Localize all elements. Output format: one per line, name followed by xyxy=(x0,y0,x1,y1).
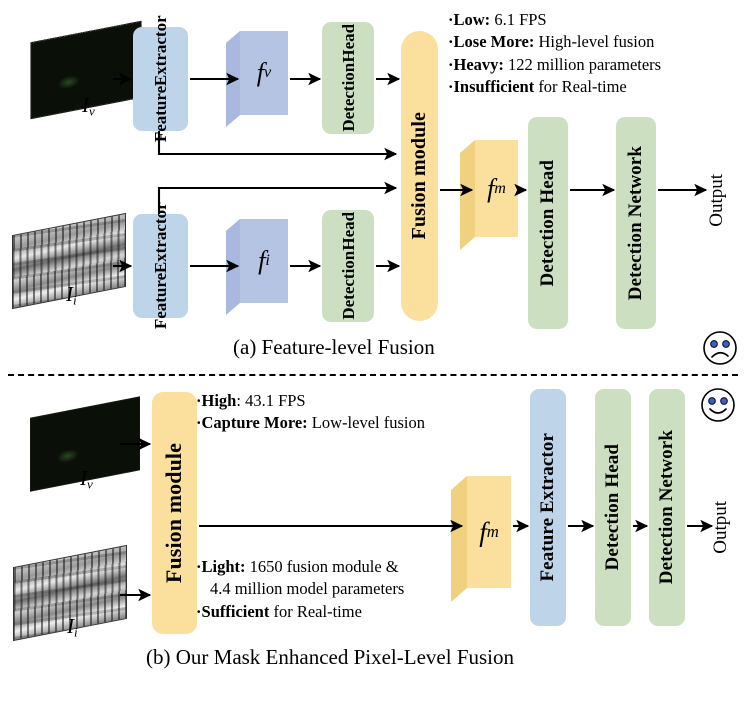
slab-side-face xyxy=(451,476,467,602)
note-line: ·Insufficient for Real-time xyxy=(448,77,627,97)
panel-b-detection-head[interactable]: Detection Head xyxy=(595,389,631,626)
panel-b-detection-network[interactable]: Detection Network xyxy=(649,389,685,626)
block-label: Detection Network xyxy=(625,145,647,301)
note-line: ·Sufficient for Real-time xyxy=(196,601,362,621)
block-label: Detection Head xyxy=(537,159,559,287)
panel-b-notes-top: ·High: 43.1 FPS ·Capture More: Low-level… xyxy=(196,390,425,435)
panel-a-caption: (a) Feature-level Fusion xyxy=(233,335,435,359)
panel-b-infrared-image-label: Ii xyxy=(67,614,78,640)
slab-front-face xyxy=(467,476,511,588)
panel-a-output-label: Output xyxy=(702,155,732,245)
output-text: Output xyxy=(710,500,731,554)
panel-a-infrared-image-label: Ii xyxy=(66,282,77,308)
panel-b-fusion-module[interactable]: Fusion module xyxy=(152,392,197,634)
note-line: 4.4 million model parameters xyxy=(210,579,405,599)
note-line: ·Lose More: High-level fusion xyxy=(448,32,655,52)
note-line: ·Low: 6.1 FPS xyxy=(448,10,547,29)
note-line: ·Capture More: Low-level fusion xyxy=(196,413,425,433)
panel-b-feature-extractor[interactable]: Feature Extractor xyxy=(530,389,566,626)
panel-b-visible-image-label: Iv xyxy=(80,466,93,492)
panel-a-notes: ·Low: 6.1 FPS ·Lose More: High-level fus… xyxy=(448,9,661,99)
block-label: Detection Network xyxy=(656,430,678,585)
panel-a-fusion-module[interactable]: Fusion module xyxy=(401,31,438,321)
note-line: ·Light: 1650 fusion module & xyxy=(196,557,399,576)
panel-b-notes-bottom: ·Light: 1650 fusion module & 4.4 million… xyxy=(196,556,404,623)
slab-front-face xyxy=(475,140,518,237)
panel-b-caption: (b) Our Mask Enhanced Pixel-Level Fusion xyxy=(146,645,515,669)
note-line: ·Heavy: 122 million parameters xyxy=(448,54,662,74)
panel-divider xyxy=(8,374,738,376)
block-label: Feature Extractor xyxy=(537,433,559,582)
panel-a-detection-network[interactable]: Detection Network xyxy=(616,117,656,329)
block-label: Detection Head xyxy=(602,444,624,571)
panel-b-output-label: Output xyxy=(706,482,736,572)
panel-a-detection-head-final[interactable]: Detection Head xyxy=(528,117,568,329)
panel-a-visible-image-label: Iv xyxy=(82,93,95,119)
output-text: Output xyxy=(706,173,727,227)
happy-face-icon xyxy=(700,387,736,423)
slab-front-face xyxy=(240,219,288,303)
skip-vis-elbow xyxy=(157,131,398,161)
slab-front-face xyxy=(240,31,288,115)
note-line: ·High: 43.1 FPS xyxy=(196,391,306,410)
sad-face-icon xyxy=(702,330,738,366)
block-label: Fusion module xyxy=(408,112,431,240)
block-label: Fusion module xyxy=(161,442,187,584)
